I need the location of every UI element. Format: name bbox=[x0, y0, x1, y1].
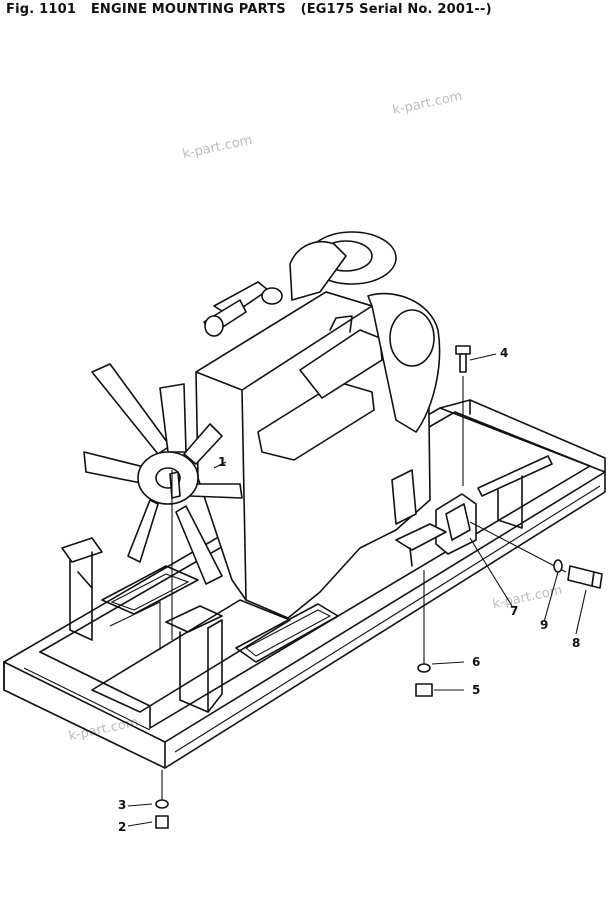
callout-5: 5 bbox=[472, 683, 481, 697]
figure-number: Fig. 1101 bbox=[6, 2, 77, 17]
callout-6: 6 bbox=[472, 655, 481, 669]
callout-1: 1 bbox=[218, 455, 227, 469]
callout-4: 4 bbox=[500, 346, 509, 360]
base-frame bbox=[3, 399, 606, 769]
callout-2: 2 bbox=[118, 820, 127, 834]
serial-range: (EG175 Serial No. 2001--) bbox=[300, 2, 492, 17]
cooling-fan bbox=[83, 363, 243, 585]
callout-9: 9 bbox=[540, 618, 549, 632]
callout-7: 7 bbox=[510, 604, 519, 618]
engine-block bbox=[195, 231, 477, 619]
figure-title: ENGINE MOUNTING PARTS bbox=[90, 2, 286, 17]
fasteners bbox=[127, 345, 603, 829]
callout-8: 8 bbox=[572, 636, 581, 650]
diagram-title: Fig. 1101 ENGINE MOUNTING PARTS (EG175 S… bbox=[6, 2, 502, 17]
callout-3: 3 bbox=[118, 798, 127, 812]
